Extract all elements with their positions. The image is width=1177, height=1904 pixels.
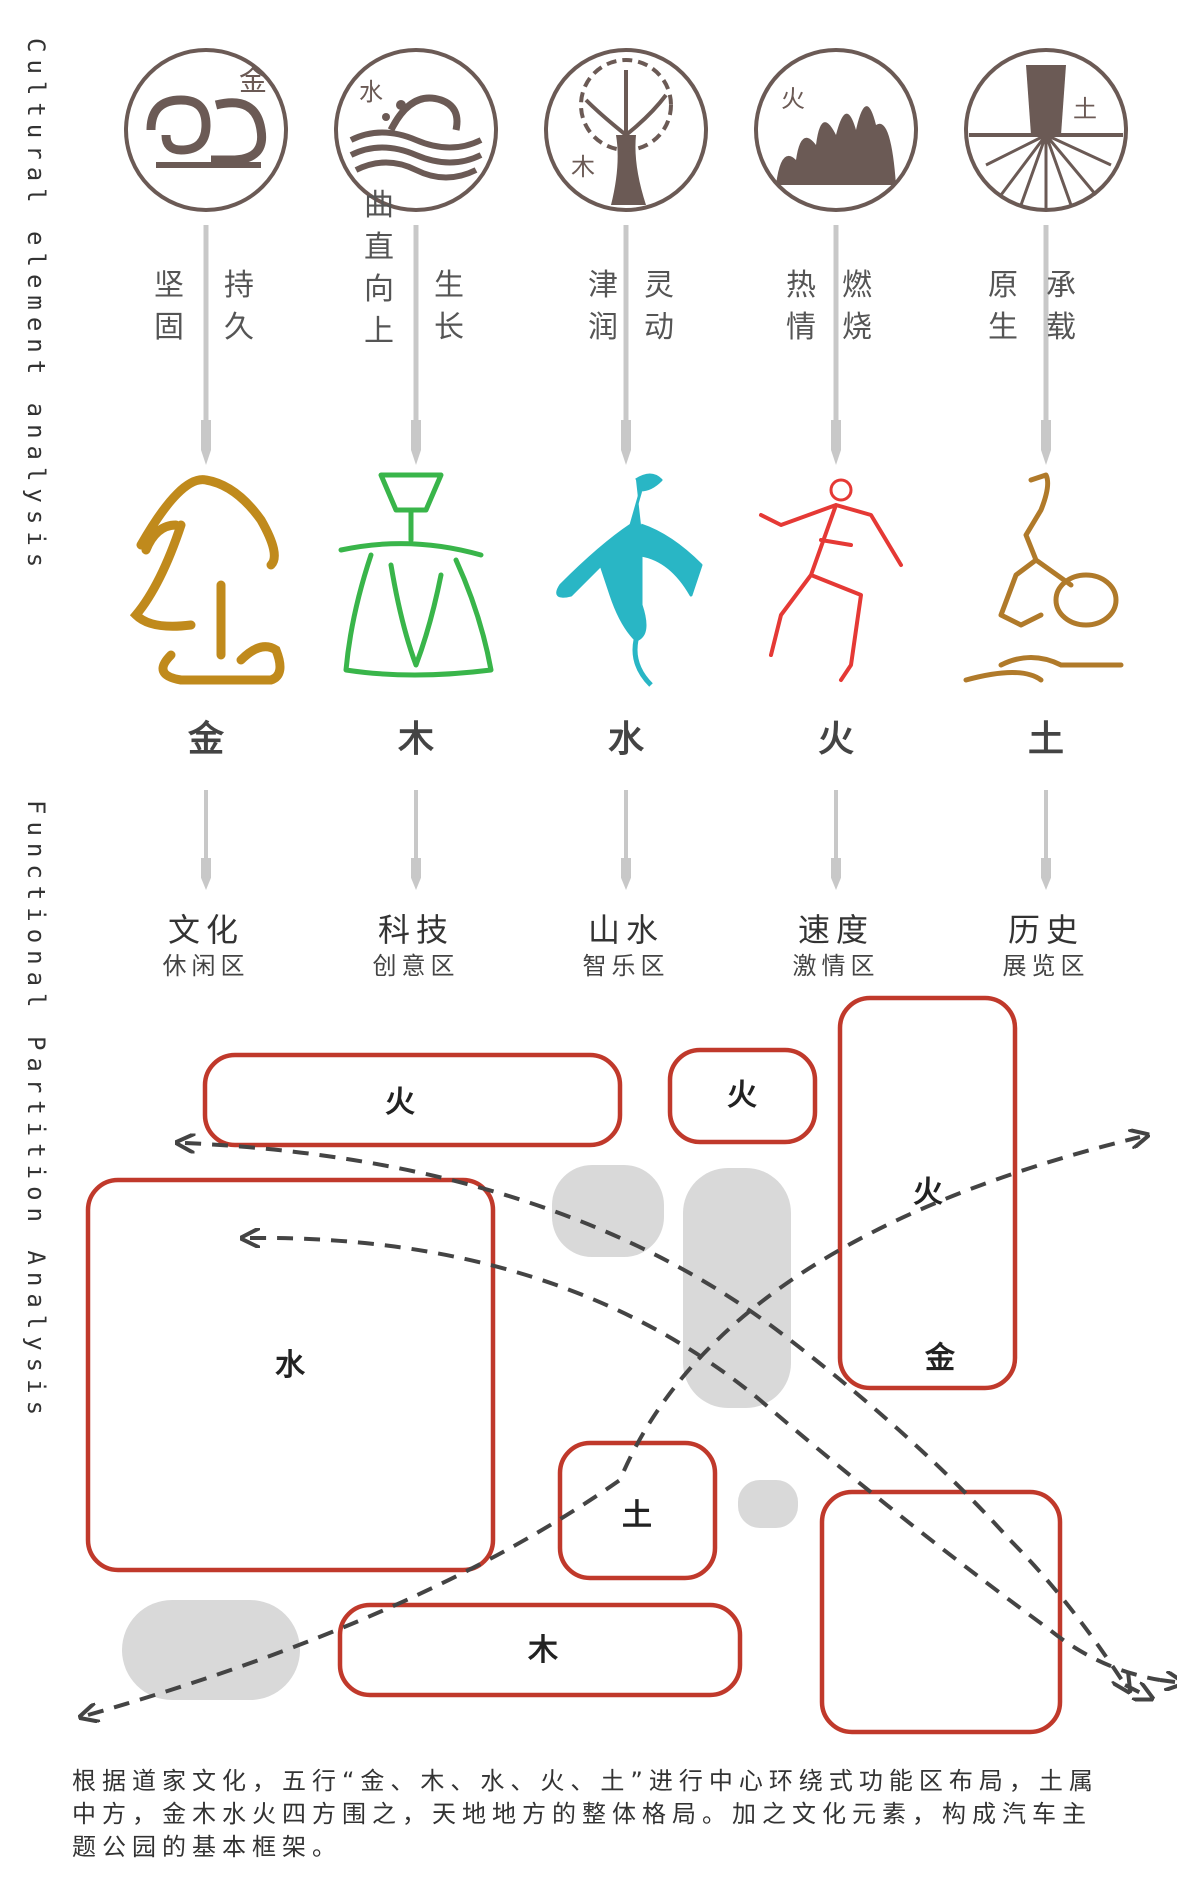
zone-label-water: 水: [275, 1348, 306, 1383]
metal-calligraphy-figure: [129, 475, 285, 685]
water-calligraphy-figure: [556, 473, 703, 687]
seal-roots-icon: 土: [964, 48, 1128, 212]
green-space-blob: [683, 1168, 791, 1408]
attribute-water-1: 津润: [588, 268, 618, 345]
flow-arrow-tip: [1124, 1685, 1145, 1695]
svg-text:水: 水: [359, 78, 383, 106]
green-space-blob: [122, 1600, 300, 1700]
seal-metal-icon: 金: [124, 48, 288, 212]
zone-name-culture: 文化: [167, 911, 244, 949]
seal-fire-icon: 火: [754, 48, 918, 212]
attribute-wood-2: 生长: [434, 268, 464, 345]
zone-name-speed: 速度: [797, 911, 874, 949]
attribute-metal-2: 持久: [224, 268, 254, 345]
zone-label-metal: 金: [924, 1341, 956, 1376]
earth-calligraphy-figure: [963, 472, 1124, 683]
green-space-blob: [552, 1165, 664, 1257]
zone-name-history: 历史: [1007, 911, 1084, 949]
description-caption: 根据道家文化，五行“金、木、水、火、土”进行中心环绕式功能区布局，土属中方，金木…: [72, 1767, 1099, 1861]
svg-text:木: 木: [571, 153, 595, 181]
element-wood-character: 木: [397, 718, 434, 760]
attribute-earth-2: 承载: [1046, 268, 1076, 345]
zone-label-fire: 火: [727, 1078, 757, 1113]
attribute-fire-1: 热情: [786, 268, 816, 345]
flow-arrow: [88, 1137, 1140, 1715]
flow-arrow-tip: [1159, 1680, 1175, 1682]
element-metal-character: 金: [187, 718, 224, 760]
cultural-element-analysis-label: Cultural element analysis: [22, 38, 50, 575]
element-earth-character: 土: [1027, 718, 1064, 760]
element-water-character: 水: [607, 718, 644, 760]
functional-partition-diagram: 火 火 火 水 土 金 木: [0, 995, 1177, 1735]
attribute-fire-2: 燃烧: [842, 268, 872, 345]
zone-name-landscape: 山水: [587, 911, 664, 949]
zone-label-fire: 火: [385, 1085, 415, 1120]
zone-sub-history: 展览区: [1002, 952, 1090, 980]
attribute-earth-1: 原生: [988, 268, 1018, 345]
zone-sub-landscape: 智乐区: [582, 952, 670, 980]
element-fire-character: 火: [817, 718, 854, 760]
attribute-water-2: 灵动: [644, 268, 674, 345]
seal-tree-icon: 木: [544, 48, 708, 212]
zone-metal: [819, 1489, 1063, 1735]
functional-partition-analysis-label: Functional Partition Analysis: [22, 800, 50, 1423]
zone-label-earth: 土: [622, 1498, 652, 1533]
svg-text:土: 土: [1073, 95, 1097, 123]
svg-text:火: 火: [781, 85, 805, 113]
zone-name-technology: 科技: [377, 911, 454, 949]
green-space-blob: [738, 1480, 798, 1528]
seal-water-wave-icon: 水: [334, 48, 498, 212]
zone-sub-technology: 创意区: [372, 952, 460, 980]
svg-text:金: 金: [239, 64, 267, 97]
zone-sub-culture: 休闲区: [162, 952, 250, 980]
wood-calligraphy-figure: [338, 472, 494, 678]
attribute-metal-1: 坚固: [154, 268, 184, 345]
zone-label-wood: 木: [527, 1633, 558, 1668]
attribute-wood-1: 曲直向上: [364, 188, 394, 349]
fire-calligraphy-figure: [759, 478, 903, 682]
zone-sub-speed: 激情区: [792, 952, 880, 980]
